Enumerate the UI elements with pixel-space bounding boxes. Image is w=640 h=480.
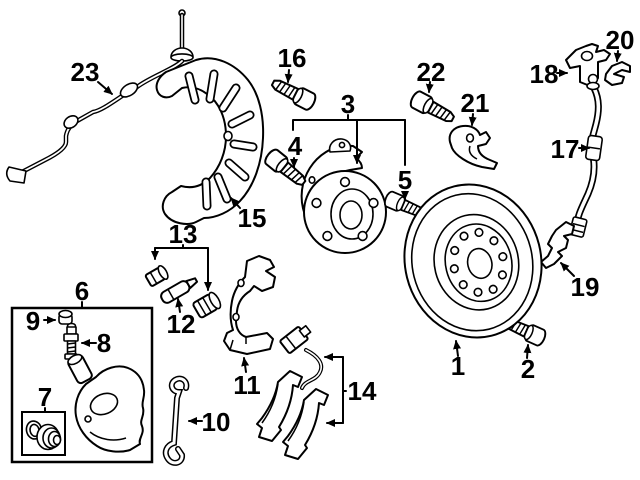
part-hub-bearing-assembly xyxy=(300,138,387,254)
callout-label-11: 11 xyxy=(233,370,261,400)
part-brake-rotor xyxy=(403,183,543,339)
part-hose-bracket-upper xyxy=(565,43,611,87)
callout-label-4: 4 xyxy=(288,131,303,161)
callout-label-22: 22 xyxy=(417,57,446,87)
callout-label-23: 23 xyxy=(71,57,100,87)
callout-label-6: 6 xyxy=(75,276,89,306)
callout-labels: 1 2 3 4 5 6 7 8 9 10 11 12 13 14 15 16 1… xyxy=(26,25,635,437)
callout-label-8: 8 xyxy=(97,328,111,358)
shield-vent-slots xyxy=(184,69,258,211)
part-caliper-bracket xyxy=(223,255,276,355)
rotor-bolt-holes xyxy=(449,227,508,297)
part-bleeder-cap xyxy=(58,309,73,325)
part-brake-pads xyxy=(256,324,329,460)
callout-label-12: 12 xyxy=(167,309,196,339)
callout-label-3: 3 xyxy=(341,89,355,119)
part-guide-bushing-large xyxy=(192,291,222,319)
caliper-body xyxy=(67,353,146,453)
callout-label-16: 16 xyxy=(278,43,307,73)
callout-label-9: 9 xyxy=(26,306,40,336)
part-guide-bushing-small xyxy=(144,264,169,287)
callout-label-14: 14 xyxy=(348,376,377,406)
callout-label-21: 21 xyxy=(461,88,490,118)
part-brake-hose xyxy=(568,73,604,238)
part-speed-sensor-harness xyxy=(5,9,194,184)
callout-label-18: 18 xyxy=(530,59,559,89)
callout-label-1: 1 xyxy=(451,351,465,381)
part-pad-retaining-spring xyxy=(162,375,190,466)
callout-label-17: 17 xyxy=(551,134,580,164)
part-abs-sensor xyxy=(448,124,498,170)
callout-leader-lines xyxy=(43,50,622,427)
part-caliper-group xyxy=(10,306,154,464)
callout-label-13: 13 xyxy=(169,219,198,249)
part-piston-seal-kit xyxy=(21,411,66,456)
part-guide-pin xyxy=(160,277,199,304)
callout-label-19: 19 xyxy=(571,272,600,302)
part-hose-bracket-lower xyxy=(540,221,575,269)
callout-label-2: 2 xyxy=(521,354,535,384)
callout-label-15: 15 xyxy=(238,203,267,233)
part-splash-shield xyxy=(155,57,265,225)
callout-label-10: 10 xyxy=(202,407,231,437)
part-retainer-clip xyxy=(604,61,631,86)
pad-sensor-connector xyxy=(279,324,312,354)
hub-lug-holes xyxy=(311,176,379,242)
callout-label-5: 5 xyxy=(398,165,412,195)
callout-label-7: 7 xyxy=(38,382,52,412)
callout-label-20: 20 xyxy=(606,25,635,55)
seal-kit-box xyxy=(21,411,66,456)
